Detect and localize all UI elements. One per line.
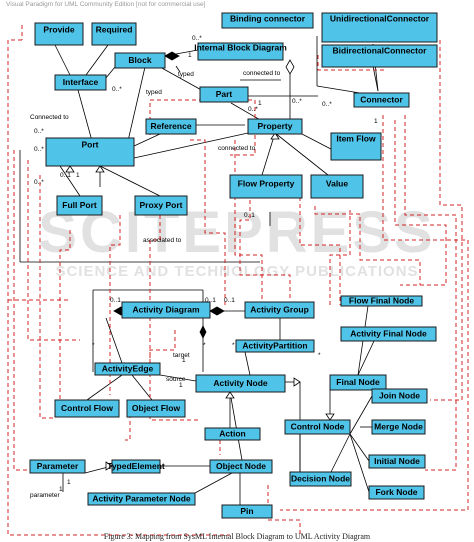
box-activity-edge: ActivityEdge [102,363,154,373]
multiplicity: 0..* [292,98,302,105]
multiplicity: 1 [67,479,71,486]
box-bidirectional-connector: BidirectionalConnector [333,45,428,55]
box-port: Port [82,139,99,149]
box-pin: Pin [240,506,253,516]
box-action: Action [219,428,245,438]
multiplicity: 0..1 [110,297,121,304]
multiplicity: 0..1 [60,172,71,179]
box-connector: Connector [360,94,403,104]
multiplicity: 0..* [34,179,44,186]
watermark-sub: SCIENCE AND TECHNOLOGY PUBLICATIONS [55,263,418,280]
box-required: Required [96,24,133,34]
multiplicity: 1 [182,357,186,364]
box-activity-group: Activity Group [250,304,309,314]
box-value: Value [326,178,348,188]
label-parameter: parameter [30,492,60,499]
multiplicity: 0..1 [244,212,255,219]
box-interface: Interface [63,77,99,87]
multiplicity: 1 [374,118,378,125]
box-fork-node: Fork Node [375,487,417,497]
multiplicity: 1 [179,382,183,389]
box-flow-property: Flow Property [238,178,295,188]
boxes [29,12,438,519]
multiplicity: * [232,342,235,349]
multiplicity: 0..* [192,35,202,42]
box-property: Property [258,121,293,131]
box-control-node: Control Node [291,421,345,431]
box-activity-partition: ActivityPartition [242,340,307,350]
box-join-node: Join Node [379,390,420,400]
multiplicity: * [203,342,206,349]
box-part: Part [216,89,233,99]
multiplicity: 1 [188,52,192,59]
label-connected-to-port: Connected to [30,114,69,121]
box-activity-node: Activity Node [213,378,268,388]
box-parameter: Parameter [37,461,79,471]
box-provide: Provide [43,24,74,34]
box-activity-parameter-node: Activity Parameter Node [92,493,191,503]
figure-caption: Figure 3: Mapping from SysML Internal Bl… [104,532,371,541]
label-source: source [166,376,186,383]
box-control-flow: Control Flow [61,403,113,413]
box-full-port: Full Port [62,200,97,210]
box-internal-block-diagram: Internal Block Diagram [194,42,287,52]
box-merge-node: Merge Node [374,421,423,431]
box-block: Block [128,55,151,65]
multiplicity: 0..* [112,86,122,93]
box-proxy-port: Proxy Port [140,200,183,210]
box-object-flow: Object Flow [132,403,181,413]
multiplicity: 1 [59,486,63,493]
box-unidirectional-connector: UnidirectionalConnector [330,13,430,23]
multiplicity: * [92,342,95,349]
multiplicity: 1 [258,100,262,107]
box-reference: Reference [150,121,191,131]
label-typed: typed [146,89,162,96]
label-typed: typed [178,71,194,78]
label-connected-to-property: connected to [218,145,256,152]
box-decision-node: Decision Node [291,473,350,483]
box-activity-final-node: Activity Final Node [350,328,427,338]
multiplicity: 0..* [248,106,258,113]
multiplicity: 0..* [322,101,332,108]
edge-labels: typed typed connected to Connected to co… [30,35,378,499]
box-object-node: Object Node [216,461,266,471]
box-item-flow: Item Flow [336,133,376,143]
box-typed-element: TypedElement [107,461,165,471]
box-activity-diagram: Activity Diagram [132,304,200,314]
box-labels: Provide Required Interface Block Interna… [37,13,430,516]
box-final-node: Final Node [336,377,380,387]
box-initial-node: Initial Node [374,456,420,466]
tool-header-text: Visual Paradigm for UML Community Editio… [6,1,206,8]
box-flow-final-node: Flow Final Node [349,295,414,305]
sysml-relations [19,36,379,263]
multiplicity: * [318,352,321,359]
label-target: target [173,352,190,359]
label-connected-to: connected to [243,70,281,77]
label-associated-to: associated to [143,237,182,244]
multiplicity: 0..* [34,128,44,135]
multiplicity: 0..1 [205,297,216,304]
multiplicity: 0..* [34,146,44,153]
multiplicity: 0..1 [224,297,235,304]
box-binding-connector: Binding connector [230,13,306,23]
multiplicity: 1 [76,172,80,179]
